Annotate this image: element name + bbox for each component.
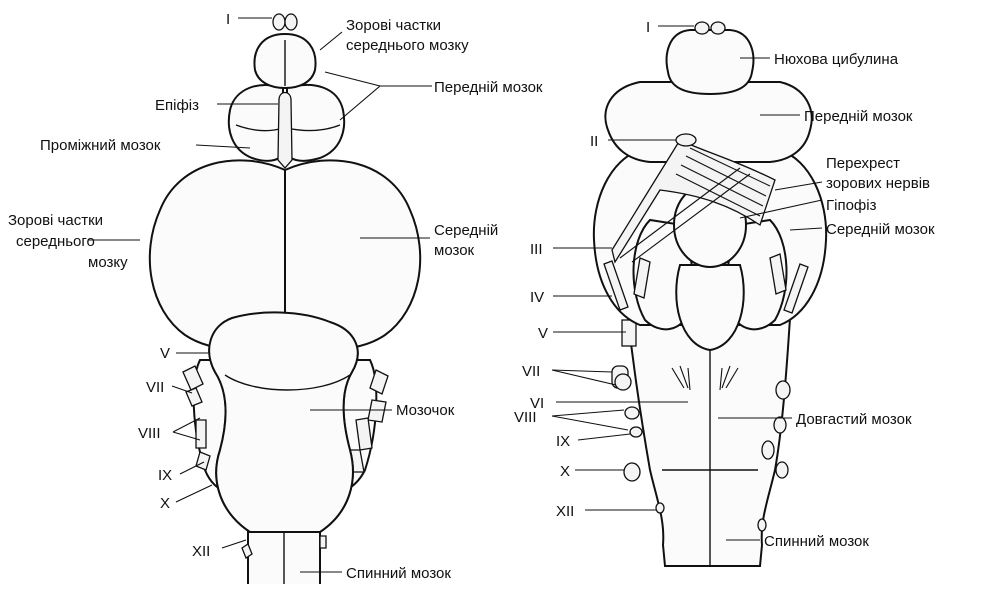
dorsal-label-diencephalon: Проміжний мозок [40, 137, 161, 154]
dorsal-label-epiphysis: Епіфіз [155, 97, 199, 114]
ventral-label-spinal-cord: Спинний мозок [764, 533, 869, 550]
dorsal-label-midbrain-2: мозок [434, 242, 475, 259]
dorsal-label-cerebellum: Мозочок [396, 402, 455, 419]
dorsal-forebrain-right [287, 85, 344, 161]
dorsal-label-x: X [160, 495, 170, 512]
ventral-label-ii: II [590, 133, 598, 150]
ventral-label-forebrain: Передній мозок [804, 108, 913, 125]
ventral-label-medulla: Довгастий мозок [796, 411, 912, 428]
dorsal-label-optic-lobes-top-2: середнього мозку [346, 37, 469, 54]
dorsal-label-forebrain: Передній мозок [434, 79, 543, 96]
dorsal-label-spinal-cord: Спинний мозок [346, 565, 451, 582]
ventral-label-v: V [538, 325, 548, 342]
dorsal-label-xii: XII [192, 543, 210, 560]
dorsal-label-viii: VIII [138, 425, 161, 442]
dorsal-label-vii: VII [146, 379, 164, 396]
ventral-label-pituitary: Гіпофіз [826, 197, 877, 214]
dorsal-label-midbrain-1: Середній [434, 222, 498, 239]
dorsal-label-optic-lobes-side-2: середнього [16, 233, 95, 250]
ventral-label-olfactory-bulb: Нюхова цибулина [774, 51, 899, 68]
dorsal-epiphysis [278, 93, 292, 169]
dorsal-label-i: I [226, 11, 230, 28]
ventral-label-midbrain: Середній мозок [826, 221, 935, 238]
dorsal-forebrain-left [229, 85, 283, 161]
ventral-label-viii: VIII [514, 409, 537, 426]
ventral-brain [594, 22, 826, 566]
dorsal-label-v: V [160, 345, 170, 362]
ventral-label-optic-chiasm-2: зорових нервів [826, 175, 930, 192]
ventral-label-i: I [646, 19, 650, 36]
ventral-olfactory-bulb [667, 30, 754, 94]
ventral-label-iv: IV [530, 289, 544, 306]
ventral-label-x: X [560, 463, 570, 480]
ventral-label-vii: VII [522, 363, 540, 380]
ventral-label-xii: XII [556, 503, 574, 520]
ventral-label-ix: IX [556, 433, 570, 450]
ventral-label-iii: III [530, 241, 543, 258]
ventral-label-optic-chiasm-1: Перехрест [826, 155, 900, 172]
dorsal-label-optic-lobes-top-1: Зорові частки [346, 17, 441, 34]
dorsal-label-optic-lobes-side-1: Зорові частки [8, 212, 103, 229]
dorsal-label-ix: IX [158, 467, 172, 484]
dorsal-label-optic-lobes-side-3: мозку [88, 254, 128, 271]
